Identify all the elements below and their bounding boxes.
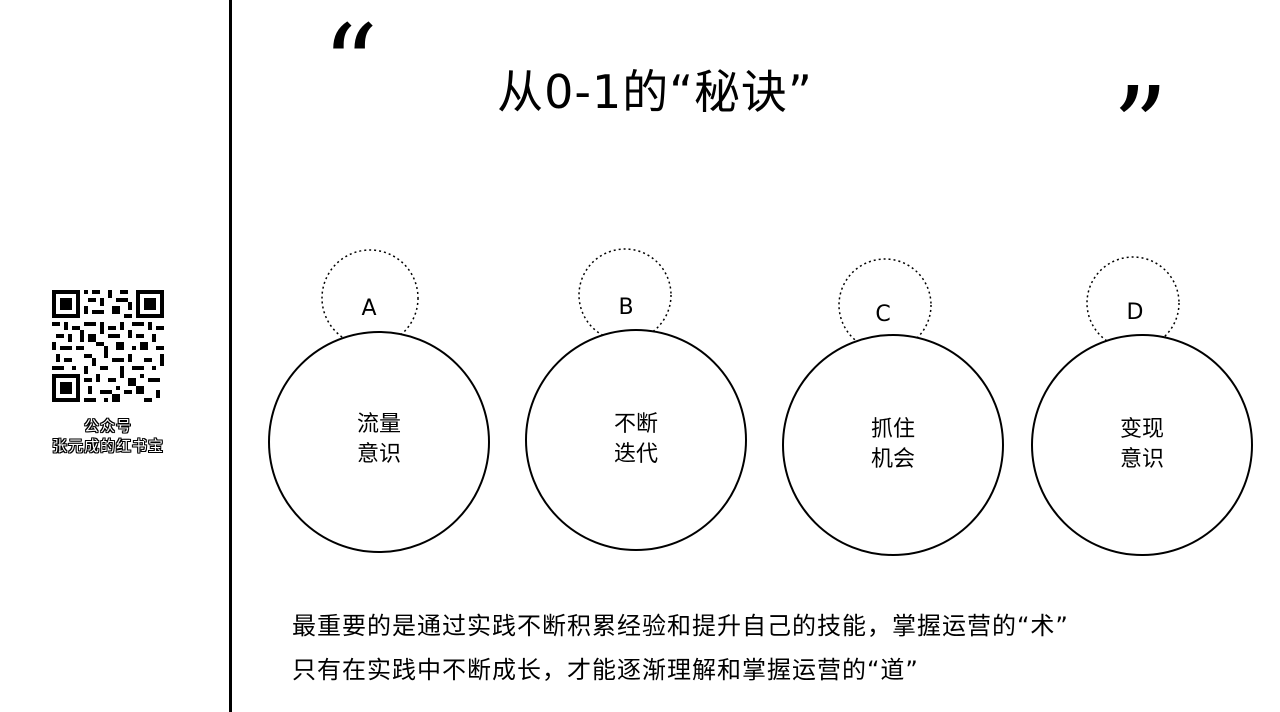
node-a-line1: 流量 bbox=[356, 412, 401, 437]
node-b-letter: B bbox=[618, 295, 634, 320]
node-a-text: 流量 意识 bbox=[319, 410, 439, 470]
summary-text: 最重要的是通过实践不断积累经验和提升自己的技能，掌握运营的“术” 只有在实践中不… bbox=[292, 604, 1252, 692]
node-c-big-circle bbox=[782, 334, 1004, 556]
page-title: 从0-1的“秘诀” bbox=[497, 65, 813, 119]
node-d-text: 变现 意识 bbox=[1082, 415, 1202, 475]
node-b-small-circle bbox=[578, 248, 672, 342]
node-c-small-circle bbox=[838, 258, 932, 352]
summary-line2: 只有在实践中不断成长，才能逐渐理解和掌握运营的“道” bbox=[292, 656, 919, 684]
qr-code bbox=[52, 290, 164, 402]
node-c-line2: 机会 bbox=[870, 447, 915, 472]
node-c-text: 抓住 机会 bbox=[833, 415, 953, 475]
node-c-letter: C bbox=[875, 302, 891, 327]
node-a-big-circle bbox=[268, 331, 490, 553]
diagram-shapes bbox=[268, 248, 1253, 556]
qr-caption-line1: 公众号 bbox=[83, 417, 132, 435]
four-circle-diagram: A 流量 意识 B 不断 迭代 C 抓住 机会 D 变现 意识 bbox=[240, 240, 1280, 570]
open-quote-mark: “ bbox=[322, 1, 379, 129]
node-b-line2: 迭代 bbox=[613, 442, 658, 467]
close-quote-mark: ” bbox=[1112, 63, 1169, 191]
summary-line1: 最重要的是通过实践不断积累经验和提升自己的技能，掌握运营的“术” bbox=[292, 612, 1069, 640]
vertical-divider bbox=[229, 0, 232, 712]
node-c-line1: 抓住 bbox=[870, 417, 915, 442]
qr-caption-line2: 张元成的红书宝 bbox=[51, 437, 164, 455]
node-b-big-circle bbox=[525, 329, 747, 551]
node-b-line1: 不断 bbox=[613, 412, 658, 437]
node-a-letter: A bbox=[361, 296, 377, 321]
node-d-letter: D bbox=[1126, 300, 1144, 325]
node-d-line2: 意识 bbox=[1119, 447, 1164, 472]
qr-caption: 公众号 张元成的红书宝 bbox=[22, 416, 194, 456]
node-d-line1: 变现 bbox=[1119, 417, 1164, 442]
node-d-small-circle bbox=[1086, 256, 1180, 350]
node-d-big-circle bbox=[1031, 334, 1253, 556]
node-b-text: 不断 迭代 bbox=[576, 410, 696, 470]
node-a-line2: 意识 bbox=[356, 442, 401, 467]
